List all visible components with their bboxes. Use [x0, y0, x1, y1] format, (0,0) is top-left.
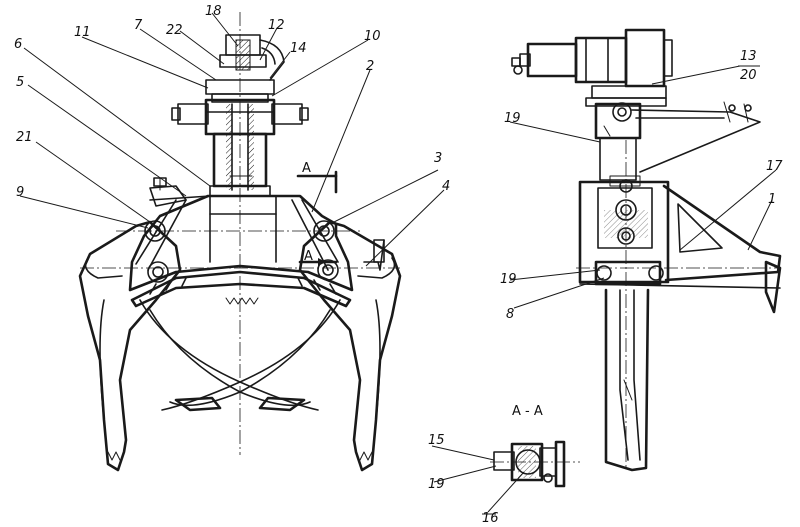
- leader-lines: [19, 12, 777, 515]
- callout-14: 14: [290, 41, 307, 56]
- callout-21: 21: [16, 130, 33, 145]
- side-rotator: [594, 101, 761, 181]
- callout-16: 16: [482, 511, 499, 526]
- front-view: [78, 12, 402, 472]
- callout-20: 20: [740, 68, 757, 83]
- callout-9: 9: [16, 185, 24, 200]
- section-cut-label-top: A: [302, 161, 311, 176]
- grapple-frame: [128, 177, 354, 308]
- callout-1: 1: [768, 192, 776, 207]
- section-cut-marks: [296, 170, 385, 271]
- callout-5: 5: [16, 75, 24, 90]
- side-jaw: [604, 288, 650, 472]
- section-view-title: A - A: [512, 404, 543, 419]
- side-view: [511, 28, 782, 472]
- callout-7: 7: [134, 18, 143, 33]
- callout-10: 10: [364, 29, 381, 44]
- section-view: [490, 440, 580, 488]
- callout-22: 22: [166, 23, 183, 38]
- callout-2: 2: [366, 59, 374, 74]
- callout-6: 6: [14, 37, 22, 52]
- callout-19-side-upper: 19: [504, 111, 521, 126]
- callout-12: 12: [268, 18, 285, 33]
- crossing-tines: [139, 299, 341, 412]
- left-jaw: [78, 220, 182, 472]
- side-frame: [578, 175, 782, 314]
- callout-13: 13: [740, 49, 757, 64]
- motor-unit: [511, 28, 673, 107]
- callout-3: 3: [434, 151, 442, 166]
- callout-11: 11: [74, 25, 91, 40]
- callout-18: 18: [205, 4, 222, 19]
- callout-labels: 18 12 11 7 22 10 14 6 2 5 21 9 3 4 13 20…: [14, 4, 783, 526]
- callout-15: 15: [428, 433, 445, 448]
- callout-4: 4: [442, 179, 450, 194]
- rotator-head: [171, 34, 309, 136]
- shaft-tube: [209, 103, 271, 197]
- callout-17: 17: [766, 159, 783, 174]
- section-labels: A A A - A: [302, 161, 543, 419]
- section-cut-label-bottom: A: [304, 249, 313, 264]
- callout-19-section: 19: [428, 477, 445, 492]
- callout-19-side-lower: 19: [500, 272, 517, 287]
- right-jaw: [298, 220, 402, 472]
- base-plate: [579, 260, 781, 289]
- callout-8: 8: [506, 307, 514, 322]
